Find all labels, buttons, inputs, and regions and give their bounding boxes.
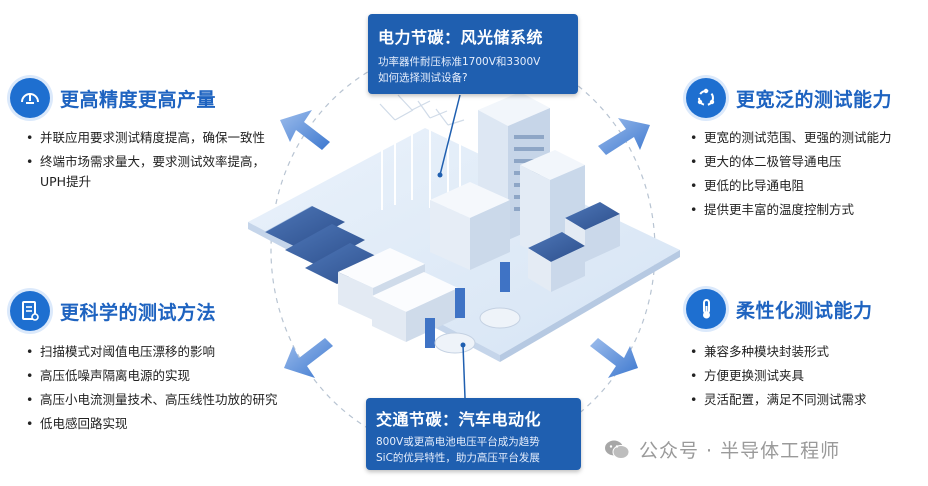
feature-method-title: 更科学的测试方法	[60, 301, 217, 324]
list-item: 更宽的测试范围、更强的测试能力	[690, 128, 920, 148]
top-pointer	[439, 94, 461, 176]
feature-broader-header: 更宽泛的测试能力	[686, 78, 892, 118]
feature-flexible-header: 柔性化测试能力	[686, 289, 873, 329]
feature-method-list: 扫描模式对阈值电压漂移的影响 高压低噪声隔离电源的实现 高压小电流测量技术、高压…	[26, 342, 326, 438]
feature-flexible-list: 兼容多种模块封装形式 方便更换测试夹具 灵活配置，满足不同测试需求	[690, 342, 920, 414]
wechat-icon	[605, 440, 630, 459]
list-item: 灵活配置，满足不同测试需求	[690, 390, 920, 410]
gauge-icon	[10, 78, 50, 118]
feature-method-header: 更科学的测试方法	[10, 291, 216, 331]
list-item: 高压低噪声隔离电源的实现	[26, 366, 326, 386]
bottom-pointer	[462, 344, 466, 399]
list-item: 提供更丰富的温度控制方式	[690, 200, 920, 220]
feature-precision-header: 更高精度更高产量	[10, 78, 216, 118]
list-item: 并联应用要求测试精度提高，确保一致性	[26, 128, 266, 148]
bottom-callout: 交通节碳：汽车电动化 800V或更高电池电压平台成为趋势 SiC的优异特性，助力…	[366, 398, 581, 470]
top-callout-line1: 功率器件耐压标准1700V和3300V	[378, 56, 541, 68]
feature-broader-title: 更宽泛的测试能力	[736, 88, 893, 111]
bottom-callout-line2: SiC的优异特性，助力高压平台发展	[376, 452, 540, 464]
list-item: 更低的比导通电阻	[690, 176, 920, 196]
storage-building	[430, 182, 510, 270]
thermometer-icon	[686, 289, 726, 329]
feature-broader-list: 更宽的测试范围、更强的测试能力 更大的体二极管导通电压 更低的比导通电阻 提供更…	[690, 128, 920, 224]
list-item: 更大的体二极管导通电压	[690, 152, 920, 172]
solar-panel-array	[264, 205, 382, 284]
energy-storage-containers	[338, 248, 458, 342]
houses-with-solar	[528, 202, 620, 292]
list-item: 终端市场需求量大，要求测试效率提高，UPH提升	[26, 152, 266, 192]
top-callout-title: 电力节碳：风光储系统	[378, 28, 544, 47]
feature-precision-list: 并联应用要求测试精度提高，确保一致性 终端市场需求量大，要求测试效率提高，UPH…	[26, 128, 266, 196]
document-icon	[10, 291, 50, 331]
bottom-callout-line1: 800V或更高电池电压平台成为趋势	[376, 436, 540, 448]
ev-charging-stations	[425, 262, 521, 354]
arrow-top-right	[598, 118, 650, 155]
list-item: 兼容多种模块封装形式	[690, 342, 920, 362]
watermark: 公众号 · 半导体工程师	[603, 436, 840, 463]
top-callout: 电力节碳：风光储系统 功率器件耐压标准1700V和3300V 如何选择测试设备?	[368, 14, 578, 94]
list-item: 方便更换测试夹具	[690, 366, 920, 386]
cycle-icon	[686, 78, 726, 118]
top-callout-line2: 如何选择测试设备?	[378, 72, 468, 84]
arrow-bottom-right	[590, 338, 638, 378]
feature-flexible-title: 柔性化测试能力	[736, 299, 873, 322]
list-item: 扫描模式对阈值电压漂移的影响	[26, 342, 326, 362]
bottom-callout-title: 交通节碳：汽车电动化	[376, 410, 542, 429]
list-item: 低电感回路实现	[26, 414, 326, 434]
list-item: 高压小电流测量技术、高压线性功放的研究	[26, 390, 326, 410]
feature-precision-title: 更高精度更高产量	[60, 88, 217, 111]
watermark-text: 公众号 · 半导体工程师	[639, 440, 841, 462]
arrow-top-left	[280, 110, 330, 150]
